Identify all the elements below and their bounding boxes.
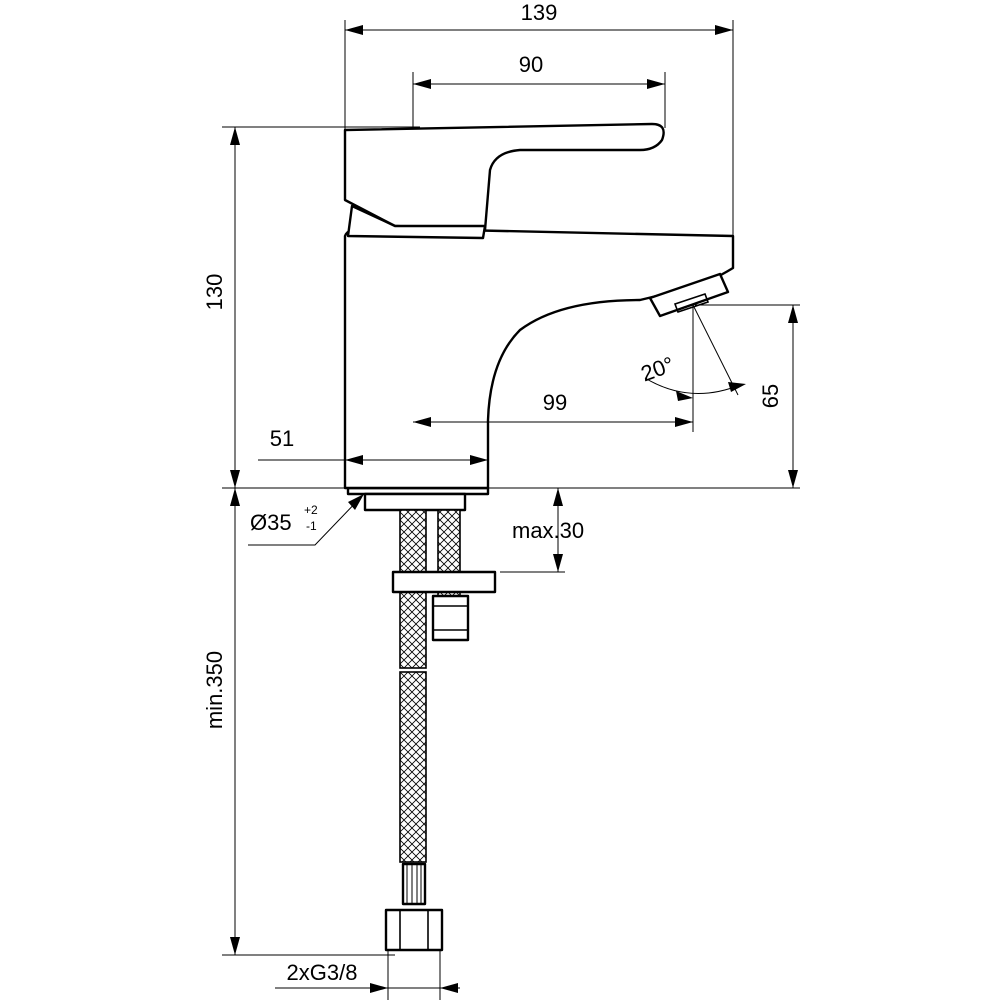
dim-body-width: 51 (270, 426, 294, 451)
dim-spout-reach: 99 (543, 390, 567, 415)
dim-hole-tol-lower: -1 (306, 519, 317, 533)
clamp-nut (431, 594, 470, 642)
dim-hose-length: min.350 (202, 651, 227, 729)
faucet-body (343, 226, 735, 490)
dimension-labels: 139 90 130 65 99 51 20° Ø35 +2 -1 max.30… (202, 0, 783, 985)
dim-spray-angle: 20° (638, 352, 678, 387)
dim-hole-tol-upper: +2 (304, 503, 318, 517)
dim-lever-length: 90 (519, 52, 543, 77)
dimension-lines (230, 25, 798, 993)
aerator (648, 272, 730, 318)
connection-nut (384, 908, 444, 952)
dim-max-deck: max.30 (512, 518, 584, 543)
dim-hole-diameter: Ø35 (250, 510, 292, 535)
faucet (343, 122, 735, 512)
dim-overall-width: 139 (521, 0, 558, 25)
dim-spout-height: 65 (758, 384, 783, 408)
hose-front-lower (399, 671, 427, 863)
dim-connection: 2xG3/8 (287, 960, 358, 985)
dim-height: 130 (202, 274, 227, 311)
lever-handle (343, 122, 665, 232)
lever-neck (346, 204, 487, 240)
hose-ferrule (401, 862, 427, 906)
mounting-flange (363, 492, 467, 512)
clamp-plate (391, 570, 497, 594)
supply-hoses (384, 509, 497, 952)
